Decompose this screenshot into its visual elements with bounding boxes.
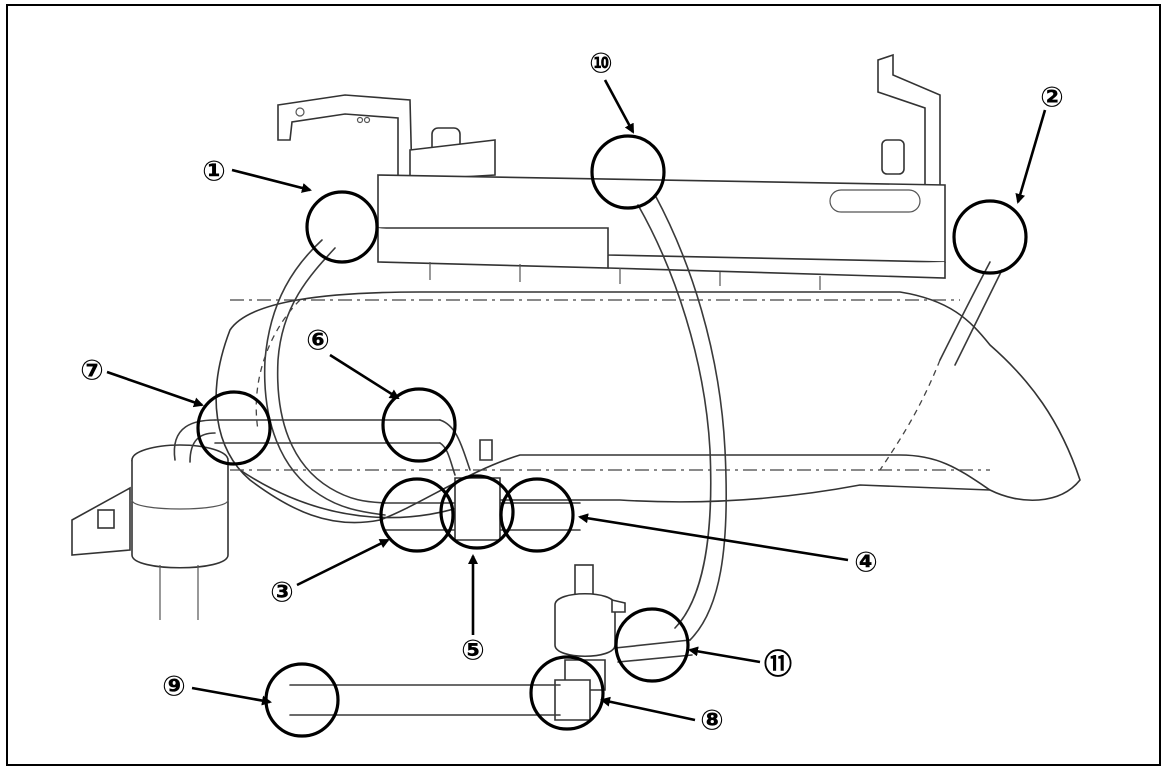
pressure-regulator bbox=[554, 564, 626, 721]
callout-arrow-10 bbox=[603, 79, 635, 134]
callout-arrow-11 bbox=[688, 646, 761, 664]
callout-label-6: ⑥ bbox=[306, 324, 330, 357]
callout-arrow-7 bbox=[106, 370, 204, 408]
callout-circle-8 bbox=[529, 655, 605, 731]
callout-arrow-2 bbox=[1015, 109, 1047, 204]
callout-label-7: ⑦ bbox=[80, 354, 104, 387]
callout-arrows bbox=[106, 79, 1047, 722]
callout-arrow-4 bbox=[578, 513, 849, 562]
callout-arrow-8 bbox=[600, 696, 696, 722]
bracket-left bbox=[277, 94, 496, 181]
callout-circle-5 bbox=[439, 474, 515, 550]
callout-label-4: ④ bbox=[854, 546, 878, 579]
callout-label-2: ② bbox=[1040, 81, 1064, 114]
callout-circle-9 bbox=[264, 662, 340, 738]
callout-labels: ① ② ③ ④ ⑤ ⑥ ⑦ ⑧ ⑨ ⑩ ⑪ bbox=[80, 47, 1064, 737]
callout-label-5: ⑤ bbox=[461, 634, 485, 667]
fuel-rail bbox=[377, 174, 946, 290]
callout-label-8: ⑧ bbox=[700, 704, 724, 737]
callout-label-10: ⑩ bbox=[589, 47, 613, 80]
bracket-right bbox=[877, 53, 941, 207]
callout-label-11: ⑪ bbox=[764, 648, 792, 681]
callout-arrow-1 bbox=[231, 168, 312, 193]
callout-arrow-9 bbox=[191, 686, 272, 706]
callout-label-1: ① bbox=[202, 155, 226, 188]
callout-circle-1 bbox=[305, 190, 379, 264]
diagram-border bbox=[6, 4, 1161, 766]
callout-label-3: ③ bbox=[270, 576, 294, 609]
intake-manifold-outline bbox=[215, 291, 1081, 524]
callout-circle-6 bbox=[381, 387, 457, 463]
fuel-filter bbox=[71, 419, 229, 620]
fuel-hoses bbox=[214, 194, 1003, 716]
callout-circle-4 bbox=[499, 477, 575, 553]
callout-circle-10 bbox=[590, 134, 666, 210]
callout-arrow-6 bbox=[329, 353, 400, 400]
callout-label-9: ⑨ bbox=[162, 670, 186, 703]
callout-circles bbox=[196, 134, 1028, 738]
callout-circle-3 bbox=[379, 477, 455, 553]
callout-circle-11 bbox=[614, 607, 690, 683]
callout-arrow-3 bbox=[296, 538, 390, 587]
callout-circle-2 bbox=[952, 199, 1028, 275]
callout-circle-7 bbox=[196, 390, 272, 466]
